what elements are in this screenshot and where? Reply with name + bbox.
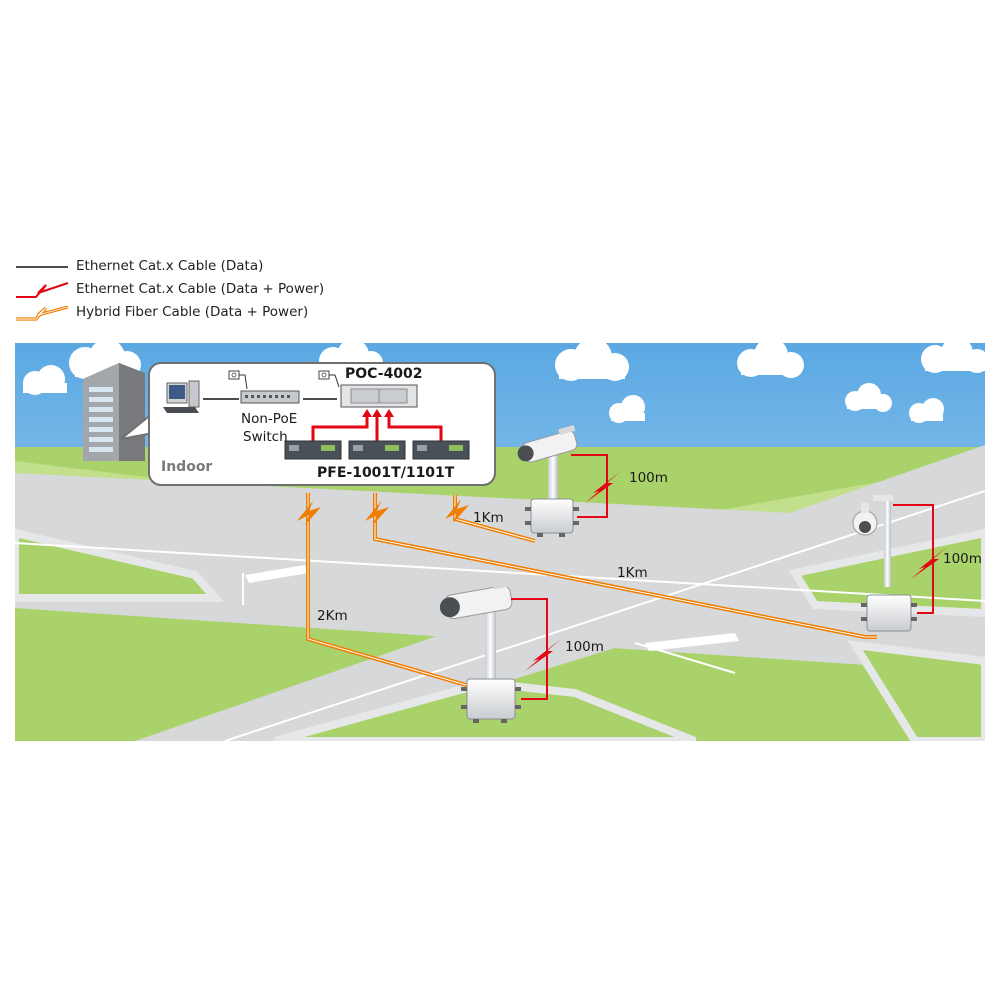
cloud-icon [609, 395, 645, 423]
arrowheads [362, 409, 394, 417]
data-cable-line-icon [16, 266, 68, 268]
data-power-bolt-icon [525, 639, 561, 671]
outdoor-enclosure-bottom-icon [461, 678, 521, 723]
pfe-unit-icon [412, 440, 470, 460]
cloud-icon [737, 343, 804, 378]
legend-label-data-power: Ethernet Cat.x Cable (Data + Power) [76, 281, 325, 297]
cloud-icon [23, 365, 67, 395]
legend-label-hybrid: Hybrid Fiber Cable (Data + Power) [76, 304, 309, 320]
data-power-link-bottom [511, 598, 548, 700]
pfe-label: PFE-1001T/1101T [317, 465, 455, 481]
pfe-unit-icon [284, 440, 342, 460]
distance-eth-bottom: 100m [565, 639, 604, 655]
legend: Ethernet Cat.x Cable (Data) Ethernet Cat… [14, 256, 414, 326]
data-power-links-indoor [311, 415, 443, 441]
indoor-label: Indoor [161, 459, 213, 475]
distance-fiber-top: 1Km [473, 510, 504, 526]
bullet-camera-top-icon [517, 425, 578, 501]
switch-label-line1: Non-PoE [241, 411, 298, 427]
distance-eth-dome: 100m [943, 551, 982, 567]
outdoor-scene: POC-4002 Non-PoE Switch PFE-1001T/1101T … [15, 343, 985, 741]
non-poe-switch-icon [240, 390, 300, 404]
scene-illustration [15, 343, 985, 741]
distance-fiber-dome: 1Km [617, 565, 648, 581]
pfe-unit-icon [348, 440, 406, 460]
clouds [23, 343, 985, 423]
legend-item-data: Ethernet Cat.x Cable (Data) [14, 256, 414, 278]
office-building-icon [83, 363, 145, 461]
speed-dome-camera-icon [852, 495, 893, 587]
switch-label-line2: Switch [243, 429, 288, 445]
outdoor-enclosure-dome-icon [861, 594, 917, 632]
power-outlet-icon [318, 370, 340, 388]
data-power-bolt-icon [585, 471, 621, 503]
distance-fiber-bottom: 2Km [317, 608, 348, 624]
legend-item-data-power: Ethernet Cat.x Cable (Data + Power) [14, 279, 414, 301]
data-power-bolt-icon [911, 547, 947, 579]
desktop-pc-icon [163, 380, 200, 413]
cloud-icon [845, 383, 892, 412]
data-power-cable-bolt-icon [16, 282, 69, 298]
poc-4002-chassis-icon [340, 384, 418, 408]
outdoor-enclosure-top-icon [525, 498, 579, 537]
bullet-camera-bottom-icon [439, 578, 513, 681]
power-outlet-icon [228, 370, 248, 390]
distance-eth-top: 100m [629, 470, 668, 486]
legend-item-hybrid: Hybrid Fiber Cable (Data + Power) [14, 302, 414, 324]
legend-label-data: Ethernet Cat.x Cable (Data) [76, 258, 264, 274]
cloud-icon [921, 343, 985, 373]
cloud-icon [555, 343, 629, 381]
roads [15, 445, 985, 741]
hybrid-fiber-cable-bolt-icon [16, 305, 69, 321]
poc-4002-label: POC-4002 [345, 366, 423, 382]
cloud-icon [909, 398, 944, 423]
hybrid-fiber-bolt-icon [297, 499, 469, 525]
